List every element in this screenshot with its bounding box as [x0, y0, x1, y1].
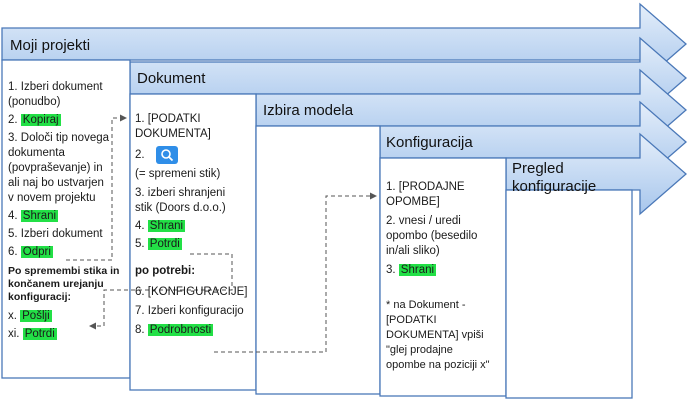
title-izbira-modela: Izbira modela [263, 102, 354, 119]
shrani-button[interactable]: Shrani [20, 210, 59, 222]
podrobnosti-button[interactable]: Podrobnosti [147, 324, 214, 336]
konfiguracija-note: * na Dokument - [PODATKI DOKUMENTA] vpiš… [386, 299, 490, 371]
step-item: (= spremeni stik) [135, 168, 221, 180]
connector-odpri-to-dokument [66, 114, 127, 261]
step-item: 6. Odpri [8, 246, 53, 258]
step-item: 1. Izberi dokument (ponudbo) [8, 81, 103, 108]
step-item: 8. Podrobnosti [135, 324, 214, 336]
connector-potrdi-to-posli [89, 253, 233, 330]
posli-button[interactable]: Pošlji [20, 310, 52, 322]
shrani-button[interactable]: Shrani [398, 264, 437, 276]
step-item: 4. Shrani [135, 220, 186, 232]
title-pregled-konfiguracije: Pregled konfiguracije [512, 160, 597, 195]
step-item: 2. vnesi / uredi opombo (besedilo in/ali… [386, 215, 478, 257]
subheading: Po spremembi stika in končanem urejanju … [8, 265, 120, 303]
kopiraj-button[interactable]: Kopiraj [20, 114, 61, 126]
potrdi-button[interactable]: Potrdi [147, 238, 182, 250]
konfiguracija-steps: 1. [PRODAJNE OPOMBE] 2. vnesi / uredi op… [386, 180, 504, 281]
connector-podrobnosti-to-konfiguracija [214, 192, 377, 353]
shrani-button[interactable]: Shrani [147, 220, 186, 232]
step-item: xi. Potrdi [8, 328, 57, 340]
konfiguracija-body [379, 157, 507, 397]
search-icon [160, 149, 173, 162]
step-item: x. Pošlji [8, 310, 52, 322]
step-item: 5. Potrdi [135, 238, 182, 250]
step-item: 3. izberi shranjeni stik (Doors d.o.o.) [135, 187, 226, 214]
step-item: 1. [PODATKI DOKUMENTA] [135, 113, 211, 140]
step-item: 3. Shrani [386, 264, 437, 276]
step-item: 6. [KONFIGURACIJE] [135, 286, 248, 298]
step-item: 2. [135, 146, 255, 164]
step-item: 4. Shrani [8, 210, 59, 222]
step-item: 1. [PRODAJNE OPOMBE] [386, 181, 465, 208]
dokument-steps: 1. [PODATKI DOKUMENTA] 2. (= spremeni st… [135, 112, 255, 341]
izbira-modela-body [255, 125, 381, 395]
odpri-button[interactable]: Odpri [20, 246, 53, 258]
step-item: 5. Izberi dokument [8, 228, 103, 240]
subheading: po potrebi: [135, 265, 196, 277]
pregled-body [505, 189, 633, 399]
step-item: 2. Kopiraj [8, 114, 61, 126]
step-item: 3. Določi tip novega dokumenta (povpraše… [8, 132, 110, 204]
moji-projekti-steps: 1. Izberi dokument (ponudbo) 2. Kopiraj … [8, 80, 128, 345]
step-item: 7. Izberi konfiguracijo [135, 305, 244, 317]
title-moji-projekti: Moji projekti [10, 37, 91, 54]
search-button[interactable] [155, 146, 178, 164]
title-konfiguracija: Konfiguracija [386, 134, 473, 151]
title-dokument: Dokument [137, 70, 206, 87]
potrdi-button[interactable]: Potrdi [22, 328, 57, 340]
